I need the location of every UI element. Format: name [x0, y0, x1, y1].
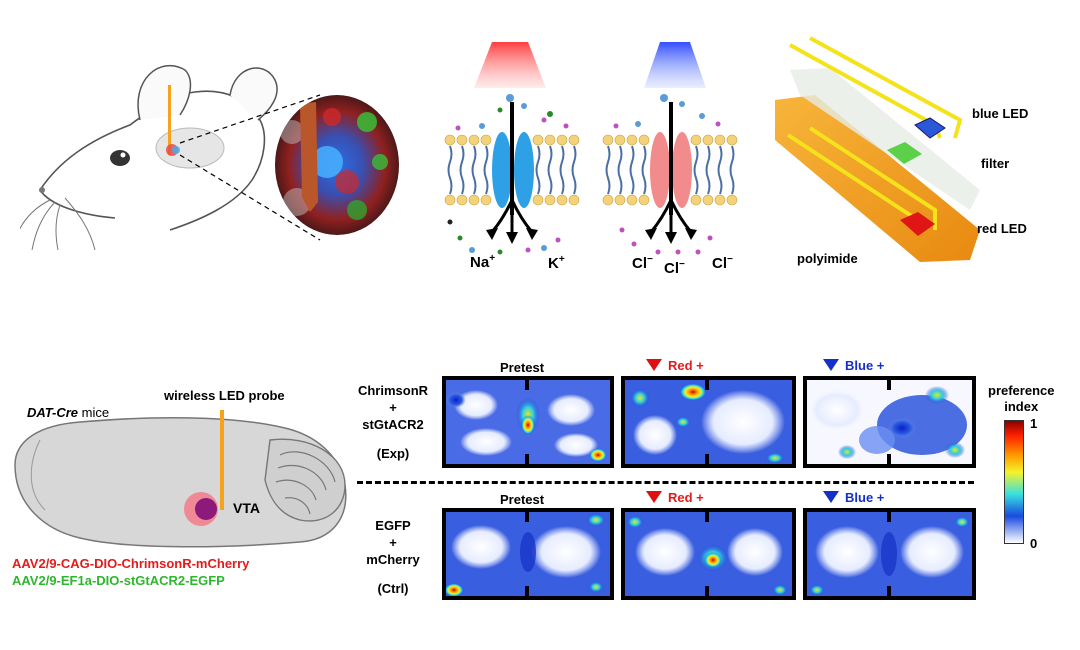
- colorbar-max-label: 1: [1030, 416, 1038, 431]
- red-led-label: red LED: [977, 221, 1027, 236]
- heatmap-ctrl-red: [621, 508, 796, 600]
- heatmap-ctrl-pretest: [442, 508, 614, 600]
- red-triangle-icon: [646, 491, 662, 503]
- colorbar: [1004, 420, 1024, 544]
- chloride-ion-label-3: Cl−: [712, 254, 733, 272]
- col-title-blue-ctrl: Blue +: [823, 490, 884, 505]
- led-probe-schematic: [775, 36, 980, 262]
- mouse-line-label: DAT-Cre mice: [27, 405, 110, 420]
- col-title-red-ctrl: Red +: [646, 490, 704, 505]
- col-title-blue-exp: Blue +: [823, 358, 884, 373]
- filter-label: filter: [981, 156, 1010, 171]
- stgtacr2-channel-diagram: [602, 42, 738, 255]
- heatmap-exp-blue: [803, 376, 976, 468]
- polyimide-label: polyimide: [797, 251, 858, 266]
- potassium-ion-label: K+: [548, 254, 565, 272]
- exp-group-label: ChrimsonR + stGtACR2 (Exp): [357, 383, 429, 461]
- heatmap-exp-red: [621, 376, 796, 468]
- col-title-pretest-exp: Pretest: [500, 360, 545, 375]
- blue-triangle-icon: [823, 359, 839, 371]
- wireless-probe-label: wireless LED probe: [164, 388, 285, 403]
- col-title-pretest-ctrl: Pretest: [500, 492, 545, 507]
- fluorescence-inset: [275, 95, 399, 235]
- mouse-head-illustration: [20, 64, 321, 250]
- ctrl-group-label: EGFP + mCherry (Ctrl): [366, 518, 420, 596]
- chloride-ion-label-1: Cl−: [632, 254, 653, 272]
- blue-triangle-icon: [823, 491, 839, 503]
- virus-red-label: AAV2/9-CAG-DIO-ChrimsonR-mCherry: [12, 556, 250, 571]
- vta-label: VTA: [233, 500, 260, 516]
- group-divider: [357, 481, 974, 484]
- chloride-ion-label-2: Cl−: [664, 259, 685, 277]
- sodium-ion-label: Na+: [470, 253, 496, 271]
- colorbar-min-label: 0: [1030, 536, 1038, 551]
- heatmap-exp-pretest: [442, 376, 614, 468]
- red-triangle-icon: [646, 359, 662, 371]
- sagittal-brain-illustration: [14, 410, 347, 548]
- col-title-red-exp: Red +: [646, 358, 704, 373]
- heatmap-ctrl-blue: [803, 508, 976, 600]
- colorbar-title: preference index: [988, 383, 1055, 414]
- blue-led-label: blue LED: [972, 106, 1029, 121]
- virus-green-label: AAV2/9-EF1a-DIO-stGtACR2-EGFP: [12, 573, 225, 588]
- chrimsonr-channel-diagram: [444, 42, 580, 255]
